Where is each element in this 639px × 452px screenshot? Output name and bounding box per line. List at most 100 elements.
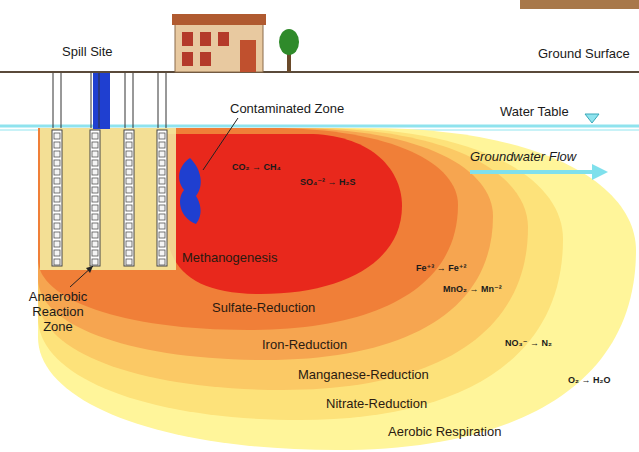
well-screen — [52, 130, 62, 266]
well-casing — [133, 73, 134, 128]
screen-slot — [126, 232, 132, 238]
screen-slot — [54, 160, 60, 166]
well-casing — [166, 73, 167, 128]
zone-name: Nitrate-Reduction — [326, 396, 427, 411]
screen-slot — [54, 232, 60, 238]
screen-slot — [92, 178, 98, 184]
label-holder: Fe⁺³ → Fe⁺² — [416, 262, 467, 274]
well-screen — [157, 130, 167, 266]
screen-slot — [126, 169, 132, 175]
flow-arrow — [470, 170, 595, 174]
callout-label: Contaminated Zone — [230, 101, 344, 116]
screen-slot — [92, 169, 98, 175]
screen-slot — [159, 205, 165, 211]
zone-name: Sulfate-Reduction — [212, 300, 315, 315]
well-casing — [99, 73, 100, 128]
screen-slot — [92, 187, 98, 193]
screen-slot — [92, 151, 98, 157]
callout-label: Spill Site — [62, 44, 113, 59]
well-screen — [90, 130, 100, 266]
callout-label: Anaerobic Reaction Zone — [16, 289, 100, 334]
label-holder: Groundwater Flow — [470, 149, 576, 164]
screen-slot — [126, 241, 132, 247]
screen-slot — [92, 259, 98, 265]
well-screen — [124, 130, 134, 266]
flow-arrowhead — [592, 164, 608, 180]
screen-slot — [54, 214, 60, 220]
label-holder: Spill Site — [62, 44, 113, 59]
zone-outline — [166, 134, 402, 294]
screen-slot — [126, 250, 132, 256]
reaction-zone: Methanogenesis — [166, 134, 402, 294]
callout-label: Water Table — [500, 104, 569, 119]
screen-slot — [159, 142, 165, 148]
label-holder: CO₂ → CH₄ — [232, 161, 281, 173]
screen-slot — [54, 178, 60, 184]
label-holder: Water Table — [500, 104, 569, 119]
water-table-symbol — [585, 114, 599, 123]
screen-slot — [92, 142, 98, 148]
screen-slot — [54, 133, 60, 139]
screen-slot — [126, 178, 132, 184]
screen-slot — [54, 196, 60, 202]
screen-slot — [54, 250, 60, 256]
screen-slot — [54, 187, 60, 193]
screen-slot — [159, 241, 165, 247]
screen-slot — [126, 259, 132, 265]
screen-slot — [159, 178, 165, 184]
screen-slot — [126, 142, 132, 148]
screen-slot — [92, 205, 98, 211]
label-holder: Anaerobic Reaction Zone — [16, 289, 100, 334]
screen-slot — [92, 160, 98, 166]
reaction-formula: Fe⁺³ → Fe⁺² — [416, 262, 467, 274]
screen-slot — [92, 241, 98, 247]
reaction-formula: CO₂ → CH₄ — [232, 161, 281, 173]
photo-strip — [520, 0, 639, 9]
house — [172, 14, 266, 72]
label-holder: SO₄⁻² → H₂S — [300, 176, 356, 188]
anaerobic-zone-fill — [40, 128, 176, 270]
screen-slot — [159, 259, 165, 265]
screen-slot — [126, 214, 132, 220]
screen-slot — [159, 196, 165, 202]
screen-slot — [159, 250, 165, 256]
screen-slot — [159, 232, 165, 238]
screen-slot — [126, 205, 132, 211]
reaction-formula: MnO₂ → Mn⁻² — [443, 283, 502, 295]
spill-column — [93, 73, 110, 129]
screen-slot — [159, 223, 165, 229]
label-holder: O₂ → H₂O — [568, 374, 611, 386]
callout-label: Groundwater Flow — [470, 149, 576, 164]
screen-slot — [54, 223, 60, 229]
screen-slot — [126, 151, 132, 157]
ground-surface-line — [0, 71, 639, 73]
zone-name: Methanogenesis — [182, 250, 277, 265]
screen-slot — [159, 169, 165, 175]
zone-name: Manganese-Reduction — [298, 367, 429, 382]
screen-slot — [159, 133, 165, 139]
callout-label: Ground Surface — [538, 46, 630, 61]
screen-slot — [126, 187, 132, 193]
label-holder: MnO₂ → Mn⁻² — [443, 283, 502, 295]
contaminant-blob — [179, 158, 201, 224]
reaction-formula: NO₃⁻ → N₂ — [505, 337, 552, 349]
screen-slot — [126, 133, 132, 139]
screen-slot — [92, 223, 98, 229]
leader-arrowhead — [86, 266, 93, 273]
well-casing — [61, 73, 62, 128]
screen-slot — [92, 196, 98, 202]
screen-slot — [54, 259, 60, 265]
well-casing — [158, 73, 159, 128]
screen-slot — [92, 214, 98, 220]
label-holder: Ground Surface — [538, 46, 630, 61]
label-holder: Contaminated Zone — [230, 101, 344, 116]
leader-line — [70, 266, 93, 287]
zone-name: Aerobic Respiration — [388, 424, 501, 439]
well-casing — [91, 73, 92, 128]
screen-slot — [126, 160, 132, 166]
screen-slot — [54, 151, 60, 157]
reaction-formula: O₂ → H₂O — [568, 374, 611, 386]
screen-slot — [126, 223, 132, 229]
